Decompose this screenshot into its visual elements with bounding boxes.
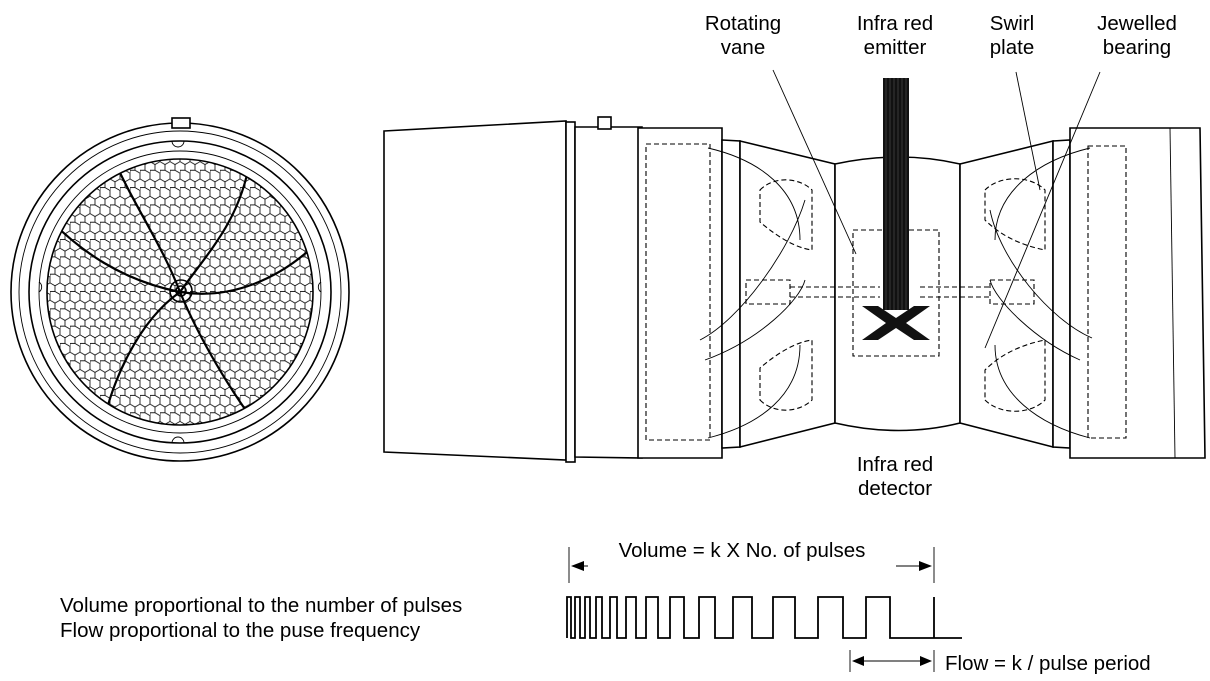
pulse-waveform — [566, 596, 962, 639]
pulse-train-section: Volume = k X No. of pulses Flow = k / pu… — [60, 537, 1151, 675]
outlet-cage — [1069, 127, 1206, 459]
front-view — [10, 117, 350, 462]
label-jewelled-bearing-2: bearing — [1103, 36, 1171, 59]
side-top-tab — [597, 116, 612, 130]
volume-formula: Volume = k X No. of pulses — [619, 539, 866, 562]
label-rotating-vane-2: vane — [721, 36, 765, 59]
left-swirl-vanes — [699, 147, 806, 439]
shaft — [790, 286, 880, 298]
leader-swirl-plate — [1015, 71, 1041, 191]
legend-volume: Volume proportional to the number of pul… — [60, 594, 462, 617]
leader-rotating-vane — [772, 69, 857, 255]
label-ir-detector-1: Infra red — [857, 453, 933, 476]
left-bearing — [745, 279, 791, 305]
rotating-vane-blades — [862, 306, 930, 340]
label-jewelled-bearing-1: Jewelled — [1097, 12, 1177, 35]
right-bearing — [989, 279, 1035, 305]
label-ir-detector-2: detector — [858, 477, 932, 500]
label-rotating-vane-1: Rotating — [705, 12, 781, 35]
inlet-flange — [565, 121, 576, 463]
inlet-body — [383, 120, 567, 461]
flow-formula: Flow = k / pulse period — [945, 652, 1151, 675]
right-dashed-frame — [1087, 145, 1127, 439]
label-swirl-plate-2: plate — [990, 36, 1034, 59]
left-taper — [739, 139, 836, 449]
label-ir-emitter-1: Infra red — [857, 12, 933, 35]
label-swirl-plate-1: Swirl — [990, 12, 1034, 35]
front-hub — [169, 279, 193, 303]
front-ring-2 — [18, 130, 342, 454]
leader-jewelled-bearing — [984, 71, 1101, 349]
side-view — [383, 69, 1206, 463]
legend-flow: Flow proportional to the puse frequency — [60, 619, 421, 642]
front-ring-3 — [28, 140, 332, 444]
ir-emitter-stem — [883, 78, 909, 310]
label-ir-emitter-2: emitter — [864, 36, 927, 59]
front-top-tab — [171, 117, 191, 129]
left-dashed-frame — [645, 143, 711, 441]
hex-mesh — [47, 159, 313, 425]
